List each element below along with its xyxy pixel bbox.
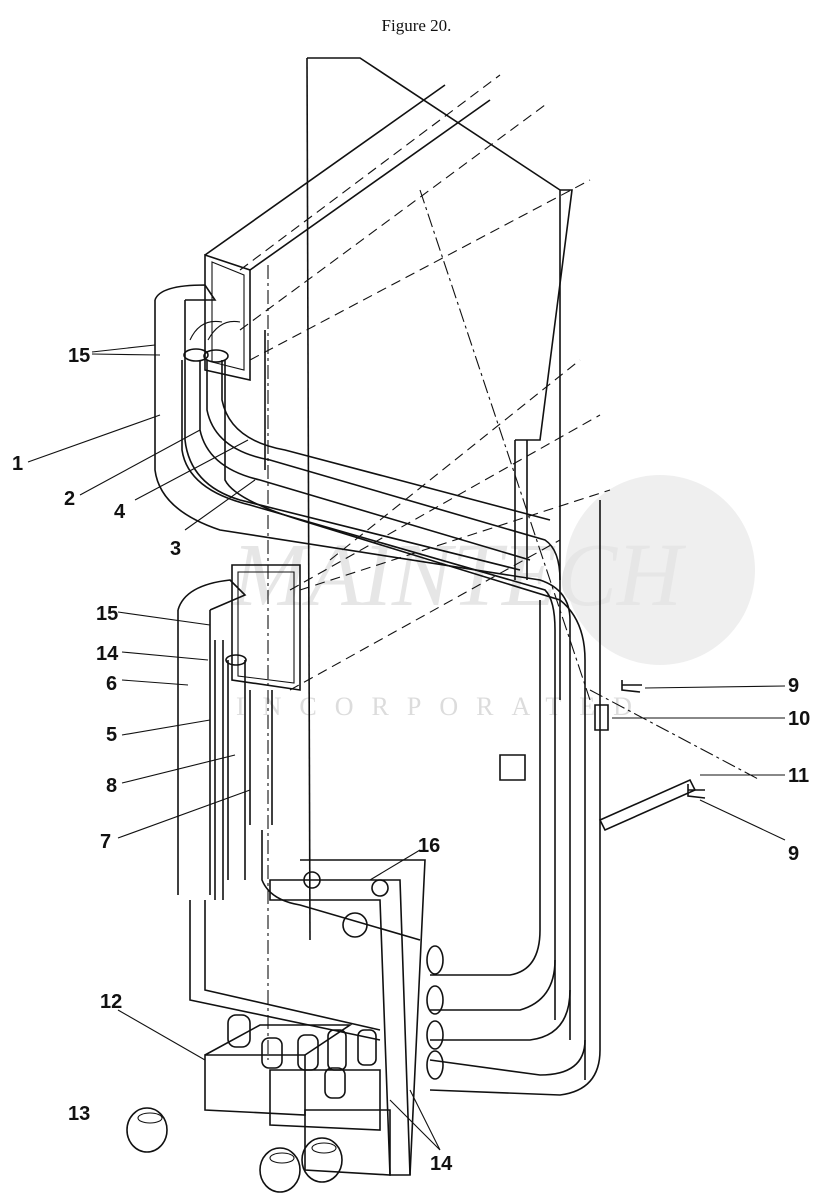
callout-4: 4 [114,501,126,523]
callout-12: 12 [100,991,122,1013]
callout-16: 16 [418,835,440,857]
callout-14-upper: 14 [96,643,119,665]
watermark-text: MAINTECH [230,526,687,625]
valve-blocks [204,1014,391,1176]
projection-lines [239,74,761,1060]
upper-heater-core [204,84,491,381]
callout-15-lower: 15 [96,603,118,625]
watermark-subtext: INCORPORATED [236,692,650,721]
callout-3: 3 [170,538,181,560]
callout-14-lower: 14 [430,1153,453,1175]
callout-1: 1 [12,453,23,475]
callout-10: 10 [788,708,810,730]
callout-11: 11 [788,765,809,787]
knobs [126,1107,343,1193]
leader-lines [27,344,786,1151]
callout-7: 7 [100,831,111,853]
callout-9-upper: 9 [788,675,799,697]
upper-hoses [154,284,586,1080]
callouts: 15 1 2 4 3 15 14 6 5 8 7 16 9 10 11 9 12… [12,345,810,1175]
callout-9-lower: 9 [788,843,799,865]
callout-8: 8 [106,775,117,797]
callout-2: 2 [64,488,75,510]
lower-heater-core [231,564,301,691]
callout-13: 13 [68,1103,90,1125]
bracket-hardware [499,680,706,832]
watermark: MAINTECH INCORPORATED [230,475,755,721]
lower-hoses [177,579,421,1041]
return-pipes [426,500,601,1096]
callout-6: 6 [106,673,117,695]
callout-15-upper: 15 [68,345,90,367]
callout-5: 5 [106,724,117,746]
figure-title: Figure 20. [381,16,452,35]
